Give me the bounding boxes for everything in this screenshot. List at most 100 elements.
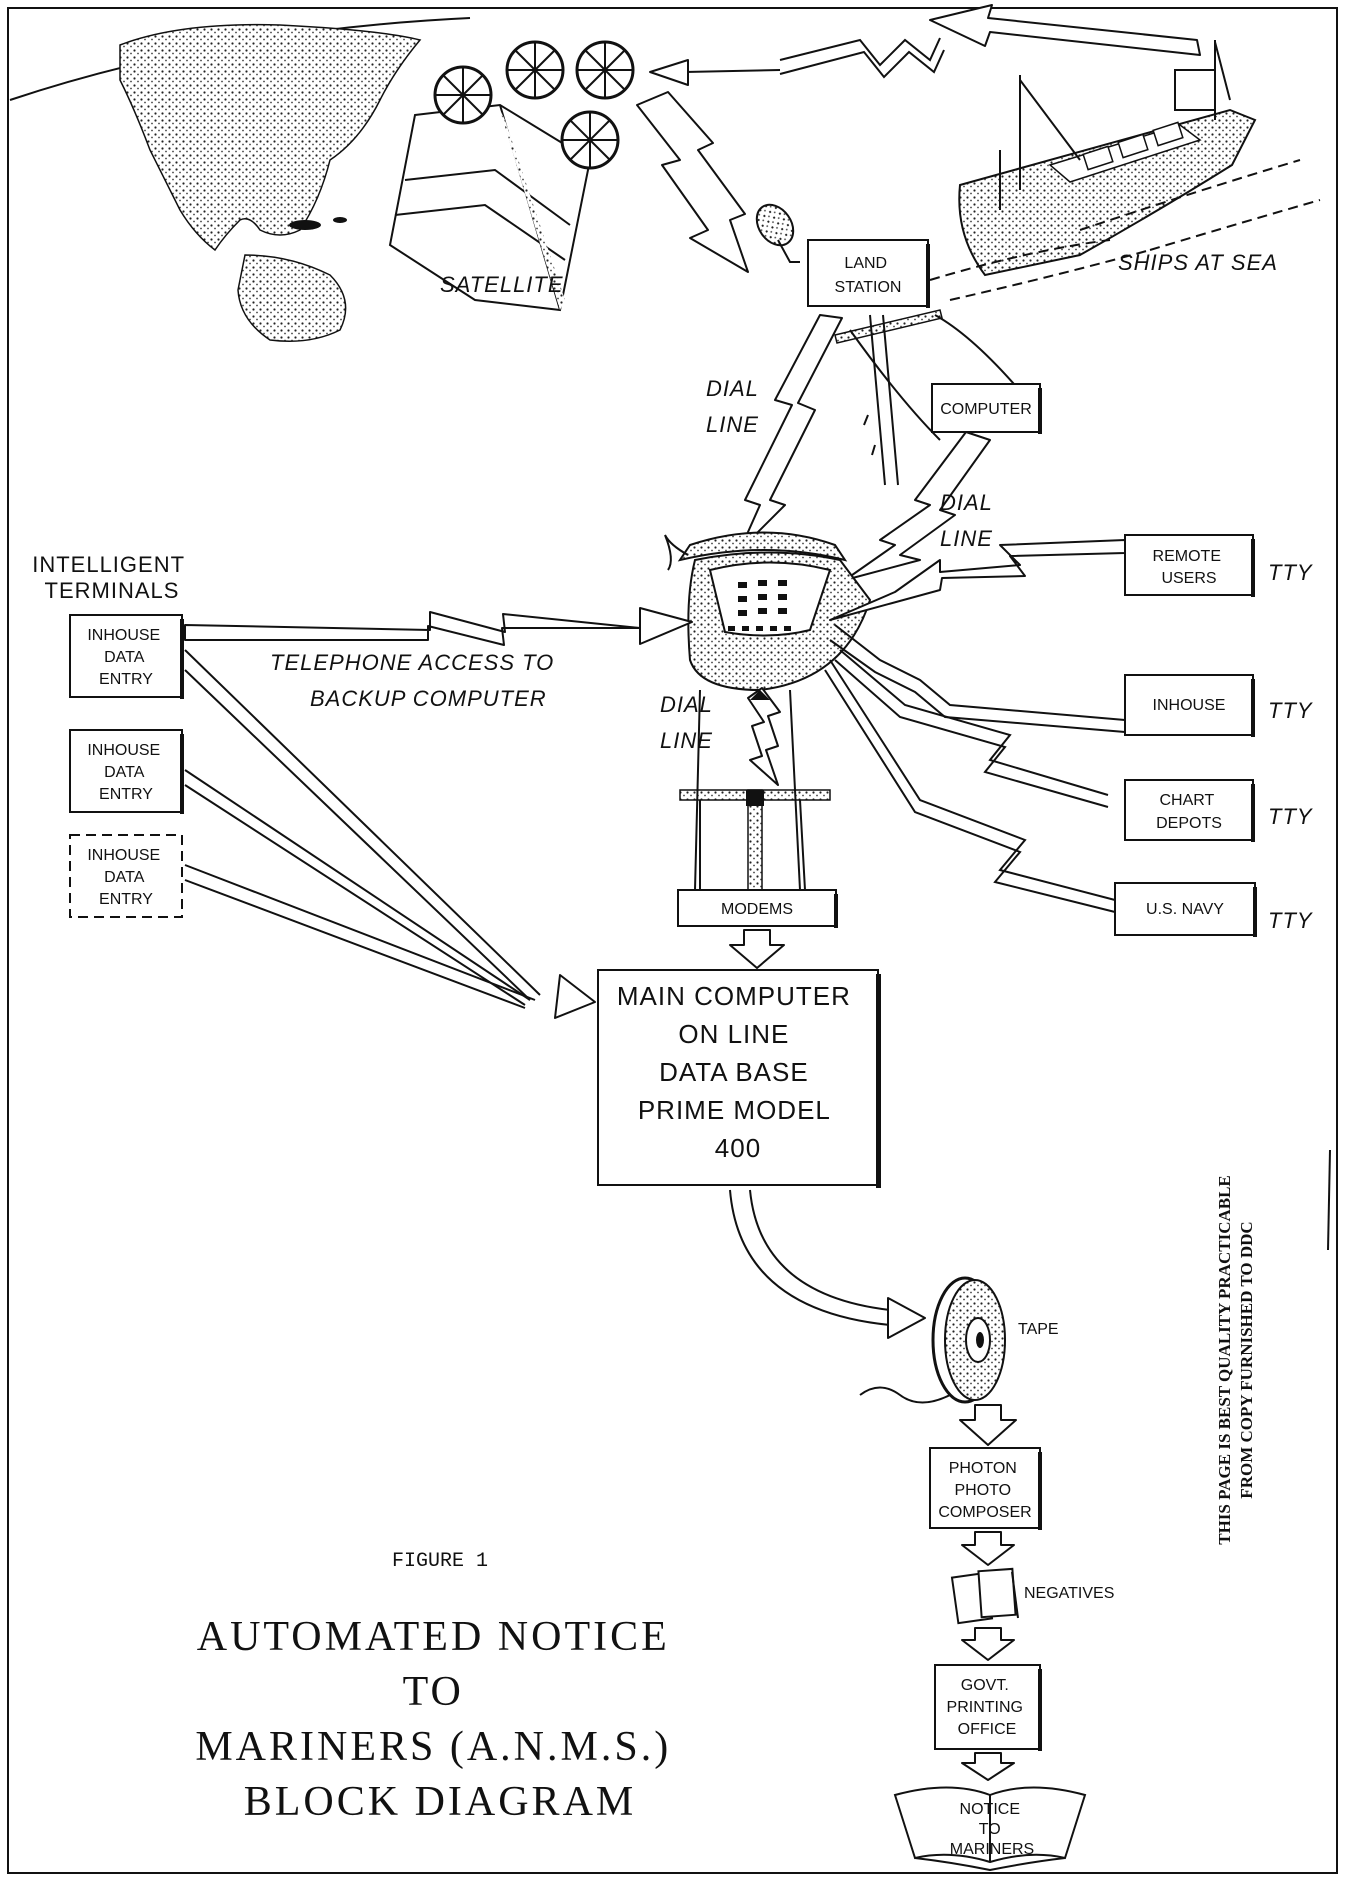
notice-line-3: MARINERS <box>950 1841 1034 1858</box>
tape-to-photon-arrow <box>959 1404 1017 1446</box>
telephone-access-line-2: BACKUP COMPUTER <box>310 686 547 711</box>
photon-line-2: PHOTO <box>954 1482 1011 1499</box>
remote-users-line-1: REMOTE <box>1153 548 1221 565</box>
svg-text:NOTICE TO MARINERS: NOTICE TO MARINERS <box>950 1801 1034 1858</box>
main-to-tape-arrow <box>729 1189 891 1326</box>
phone-to-modem-arrow <box>747 687 781 786</box>
svg-text:PHOTON PHOTO COMPOSER: PHOTON PHOTO COMPOSER <box>938 1460 1031 1521</box>
tty-label-navy: TTY <box>1268 908 1313 933</box>
inhouse-tty-label: INHOUSE <box>1153 697 1226 714</box>
dial-line-2-line-1: DIAL <box>940 490 993 515</box>
ship-to-satellite-arrow <box>929 4 1201 56</box>
figure-title-line-4: BLOCK DIAGRAM <box>244 1779 637 1825</box>
negatives-to-gpo-arrow <box>961 1627 1015 1661</box>
ships-at-sea-label: SHIPS AT SEA <box>1118 250 1278 275</box>
dial-line-1-line-1: DIAL <box>706 376 759 401</box>
ide2-line-1: INHOUSE <box>87 742 160 759</box>
land-station-line-1: LAND <box>844 255 887 272</box>
svg-text:INHOUSE DATA ENTRY: INHOUSE DATA ENTRY <box>87 627 164 688</box>
computer-box <box>931 383 1041 433</box>
satellite-label: SATELLITE <box>440 272 564 297</box>
gpo-line-3: OFFICE <box>958 1721 1017 1738</box>
station-to-phone-arrow <box>739 314 843 551</box>
tty-label-inhouse: TTY <box>1268 698 1313 723</box>
main-computer-input-arrow <box>554 974 596 1019</box>
ide1-line-1: INHOUSE <box>87 627 160 644</box>
gpo-line-2: PRINTING <box>947 1699 1023 1716</box>
remote-users-arrow <box>829 539 1126 621</box>
photon-line-3: COMPOSER <box>938 1504 1031 1521</box>
figure-title-line-1: AUTOMATED NOTICE <box>197 1614 670 1660</box>
notice-line-1: NOTICE <box>960 1801 1020 1818</box>
telephone-pole-lower <box>679 689 831 891</box>
page-border <box>7 7 1338 1874</box>
tty-label-chart: TTY <box>1268 804 1313 829</box>
negatives-label: NEGATIVES <box>1024 1585 1114 1602</box>
terminal-2-connector <box>184 769 531 1006</box>
main-computer-line-5: 400 <box>715 1133 761 1163</box>
gpo-to-notice-arrow <box>961 1752 1015 1781</box>
negatives-icon <box>950 1567 1019 1625</box>
svg-text:MAIN COMPUTER ON LINE: MAIN COMPUTER ON LINE DATA BASE PRIME MO… <box>617 981 859 1163</box>
svg-text:LAND STATION: LAND STATION <box>835 255 902 296</box>
intelligent-terminals-line-1: INTELLIGENT <box>32 552 184 577</box>
stamp-line-1: THIS PAGE IS BEST QUALITY PRACTICABLE <box>1215 1175 1234 1545</box>
tape-reel-icon <box>859 1276 1006 1404</box>
notice-book-icon <box>893 1786 1087 1872</box>
antenna-dish-icon <box>755 203 800 263</box>
ide3-line-1: INHOUSE <box>87 847 160 864</box>
ide1-line-2: DATA <box>104 649 145 666</box>
telephone-access-arrow <box>184 607 693 646</box>
quality-stamp: THIS PAGE IS BEST QUALITY PRACTICABLE FR… <box>1215 1175 1256 1545</box>
svg-text:REMOTE USERS: REMOTE USERS <box>1153 548 1226 587</box>
figure-number: FIGURE 1 <box>392 1550 488 1573</box>
remote-users-line-2: USERS <box>1161 570 1216 587</box>
gpo-box <box>934 1664 1041 1750</box>
gpo-line-1: GOVT. <box>961 1677 1009 1694</box>
tape-label: TAPE <box>1018 1321 1059 1338</box>
main-computer-line-1: MAIN COMPUTER <box>617 981 851 1011</box>
telephone-icon <box>664 531 872 692</box>
main-computer-line-4: PRIME MODEL <box>638 1095 830 1125</box>
main-computer-line-2: ON LINE <box>678 1019 789 1049</box>
modems-box <box>677 889 837 927</box>
photon-box <box>929 1447 1041 1529</box>
chart-depots-line-2: DEPOTS <box>1156 815 1222 832</box>
svg-text:INTELLIGENT TERMINALS: INTELLIGENT TERMINALS <box>32 552 192 603</box>
modems-to-main-arrow <box>729 929 785 969</box>
svg-text:CHART DEPOTS: CHART DEPOTS <box>1156 792 1222 832</box>
dial-line-1-line-2: LINE <box>706 412 759 437</box>
ide2-line-3: ENTRY <box>99 786 153 803</box>
remote-users-box <box>1124 534 1254 596</box>
svg-text:DIAL LINE: DIAL LINE <box>660 692 720 753</box>
main-computer-line-3: DATA BASE <box>659 1057 809 1087</box>
dial-line-3-line-1: DIAL <box>660 692 713 717</box>
telephone-access-line-1: TELEPHONE ACCESS TO <box>270 650 554 675</box>
intelligent-terminals-line-2: TERMINALS <box>45 578 180 603</box>
chart-depots-line-1: CHART <box>1160 792 1215 809</box>
stamp-line-2: FROM COPY FURNISHED TO DDC <box>1237 1221 1256 1498</box>
earth-globe <box>9 17 471 342</box>
ide3-line-3: ENTRY <box>99 891 153 908</box>
svg-text:DIAL LINE: DIAL LINE <box>940 490 1000 551</box>
us-navy-label: U.S. NAVY <box>1146 901 1224 918</box>
ide1-line-3: ENTRY <box>99 671 153 688</box>
svg-text:GOVT. PRINTING OFFICE: GOVT. PRINTING OFFICE <box>947 1677 1028 1738</box>
photon-line-1: PHOTON <box>949 1460 1017 1477</box>
ide3-line-2: DATA <box>104 869 145 886</box>
land-station-line-2: STATION <box>835 279 902 296</box>
tty-label-remote: TTY <box>1268 560 1313 585</box>
svg-text:INHOUSE DATA ENTRY: INHOUSE DATA ENTRY <box>87 742 164 803</box>
terminal-3-connector <box>184 864 536 1009</box>
photon-to-negatives-arrow <box>961 1531 1015 1566</box>
main-computer-box <box>597 969 879 1186</box>
inhouse-data-entry-box-2 <box>69 729 183 813</box>
chart-depots-box <box>1124 779 1254 841</box>
figure-title-line-3: MARINERS (A.N.M.S.) <box>195 1724 671 1770</box>
notice-line-2: TO <box>979 1821 1001 1838</box>
dial-line-3-line-2: LINE <box>660 728 713 753</box>
svg-text:AUTOMATED NOTICE TO MA: AUTOMATED NOTICE TO MARINERS (A.N.M.S.) … <box>195 1614 684 1825</box>
svg-text:INHOUSE DATA ENTRY: INHOUSE DATA ENTRY <box>87 847 164 908</box>
